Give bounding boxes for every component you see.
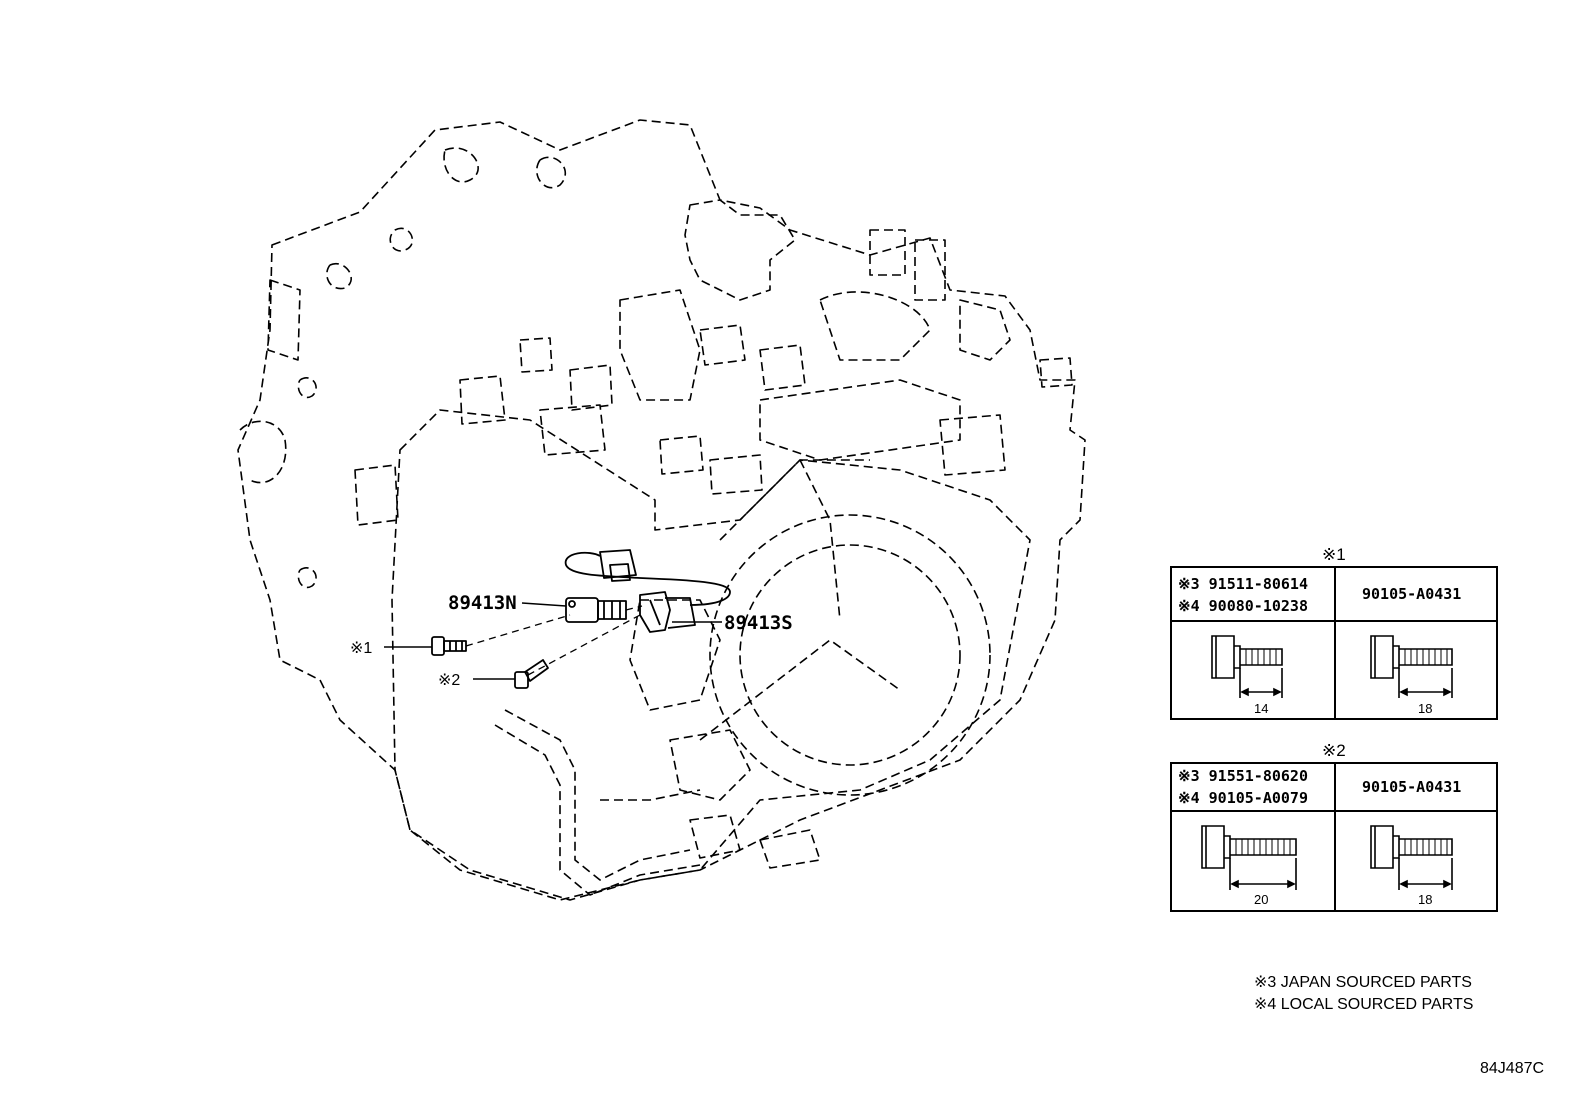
table-1-right-part[interactable]: 90105-A0431 [1362,585,1462,603]
table-2-title: ※2 [1322,741,1346,760]
table-1-japan-part[interactable]: ※3 91511-80614 [1178,575,1308,593]
table-2-japan-part[interactable]: ※3 91551-80620 [1178,767,1308,785]
speed-sensor-n [565,597,627,623]
sensor-n-callout[interactable]: 89413N [448,592,517,614]
cooler-pipe [504,709,691,881]
note-japan-sourced: ※3 JAPAN SOURCED PARTS [1254,974,1472,991]
bolt-1-drawing [431,636,467,656]
diagram-code: 84J487C [1480,1060,1545,1077]
bolt-1-callout[interactable]: ※1 [350,640,373,657]
bolt-2-callout[interactable]: ※2 [438,672,461,689]
sensor-s-callout[interactable]: 89413S [724,612,793,634]
table-1-right-length: 18 [1418,701,1433,716]
table-2-bolt-drawings [1201,825,1453,890]
speed-sensor-s [565,549,731,633]
transaxle-housing-outline [237,119,1086,901]
table-1-title: ※1 [1322,545,1346,564]
table-2-right-part[interactable]: 90105-A0431 [1362,778,1462,796]
bolt-2-drawing [514,659,549,689]
table-1-local-part[interactable]: ※4 90080-10238 [1178,597,1308,615]
table-1-bolt-drawings [1211,635,1453,698]
table-2-left-length: 20 [1254,892,1269,907]
differential-ring [709,514,991,796]
table-1-left-length: 14 [1254,701,1269,716]
front-case-outline [391,409,1031,901]
table-2-local-part[interactable]: ※4 90105-A0079 [1178,789,1308,807]
bolt-table-2: ※3 91551-80620 ※4 90105-A0079 90105-A043… [1170,762,1498,912]
bolt-table-1: ※3 91511-80614 ※4 90080-10238 90105-A043… [1170,566,1498,720]
note-local-sourced: ※4 LOCAL SOURCED PARTS [1254,996,1474,1013]
table-2-right-length: 18 [1418,892,1433,907]
